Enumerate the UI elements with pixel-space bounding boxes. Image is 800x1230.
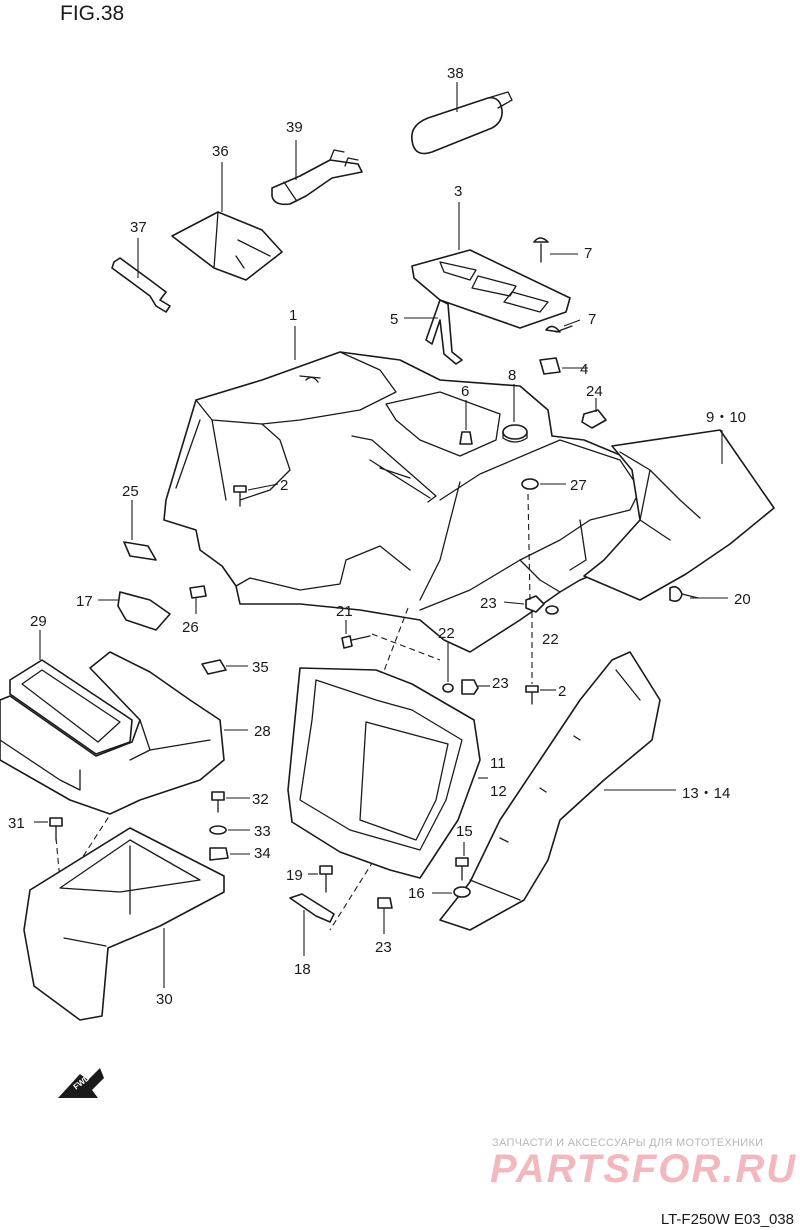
part-22-washer-b[interactable] — [442, 642, 454, 693]
part-2-bolt-upper[interactable] — [233, 483, 279, 507]
part-26-clip[interactable] — [189, 585, 207, 614]
callout-16: 16 — [408, 885, 425, 902]
callout-19: 19 — [286, 867, 303, 884]
callout-17: 17 — [76, 593, 93, 610]
part-39-strap[interactable] — [271, 140, 363, 206]
callout-39: 39 — [286, 119, 303, 136]
part-23-nut-b[interactable] — [461, 679, 490, 695]
part-16-washer[interactable] — [432, 886, 471, 898]
callout-7b: 7 — [588, 311, 596, 328]
callout-22a: 22 — [438, 625, 455, 642]
callout-6: 6 — [461, 383, 469, 400]
part-18-bracket[interactable] — [289, 893, 335, 956]
part-7-bolt-upper[interactable] — [533, 237, 578, 263]
part-17-pad[interactable] — [98, 591, 171, 631]
part-21-bolt[interactable] — [341, 620, 371, 649]
callout-22b: 22 — [542, 631, 559, 648]
callout-3: 3 — [454, 183, 462, 200]
part-3-carrier-tray[interactable] — [411, 202, 571, 329]
part-35-pad[interactable] — [201, 659, 248, 675]
callout-37: 37 — [130, 219, 147, 236]
part-13-14-long-guard[interactable] — [439, 651, 676, 931]
callout-32: 32 — [252, 791, 269, 808]
part-20-screw[interactable] — [669, 586, 728, 602]
fwd-arrow-icon: FWD — [58, 1068, 104, 1098]
part-27-grommet[interactable] — [521, 478, 566, 490]
callout-2a: 2 — [280, 477, 288, 494]
part-1-rear-fender[interactable] — [163, 326, 661, 653]
callout-20: 20 — [734, 591, 751, 608]
callout-9-10: 9・10 — [706, 409, 746, 426]
callout-34: 34 — [254, 845, 271, 862]
callout-12: 12 — [490, 783, 507, 800]
part-22-washer-a[interactable] — [545, 605, 559, 615]
callout-24: 24 — [586, 383, 603, 400]
part-9-10-mud-flap[interactable] — [583, 429, 775, 601]
callout-28: 28 — [254, 723, 271, 740]
callout-7a: 7 — [584, 245, 592, 262]
assembly-line-a — [527, 493, 531, 601]
figure-title: FIG.38 — [60, 2, 125, 25]
part-19-bolt[interactable] — [308, 865, 333, 893]
callout-1: 1 — [289, 307, 297, 324]
callout-13-14: 13・14 — [682, 785, 730, 802]
callout-23c: 23 — [375, 939, 392, 956]
callout-5: 5 — [390, 311, 398, 328]
part-28-storage-box[interactable] — [0, 651, 248, 815]
callout-38: 38 — [447, 65, 464, 82]
part-24-rubber-block[interactable] — [581, 398, 607, 429]
callout-21: 21 — [336, 603, 353, 620]
part-34-nut[interactable] — [209, 847, 250, 861]
part-36-cover[interactable] — [171, 162, 283, 281]
part-23-nut-a[interactable] — [503, 595, 545, 613]
assembly-line-f — [329, 843, 385, 931]
callout-35: 35 — [252, 659, 269, 676]
callout-31: 31 — [8, 815, 25, 832]
watermark-tagline: ЗАПЧАСТИ И АКСЕССУАРЫ ДЛЯ МОТОТЕХНИКИ — [492, 1137, 764, 1149]
callout-26: 26 — [182, 619, 199, 636]
watermark-logo: PARTSFOR.RU — [490, 1147, 798, 1191]
part-38-tool-case[interactable] — [411, 82, 513, 155]
figure-code: LT-F250W E03_038 — [660, 1211, 794, 1228]
part-33-washer[interactable] — [209, 825, 250, 835]
callout-25: 25 — [122, 483, 139, 500]
callout-15: 15 — [456, 823, 473, 840]
part-32-bolt[interactable] — [211, 791, 250, 813]
part-31-bolt[interactable] — [34, 817, 63, 841]
part-15-bolt[interactable] — [455, 842, 469, 881]
callout-27: 27 — [570, 477, 587, 494]
callout-23a: 23 — [480, 595, 497, 612]
part-37-bracket[interactable] — [111, 238, 171, 313]
part-6-cap[interactable] — [459, 400, 473, 445]
part-2-bolt-lower[interactable] — [525, 685, 556, 705]
part-8-cap[interactable] — [502, 384, 528, 443]
callout-2b: 2 — [558, 683, 566, 700]
assembly-line-b — [371, 633, 441, 661]
callout-23b: 23 — [492, 675, 509, 692]
callout-4: 4 — [580, 361, 588, 378]
callout-33: 33 — [254, 823, 271, 840]
part-5-bracket[interactable] — [404, 299, 463, 365]
part-4-clip[interactable] — [539, 357, 588, 375]
callout-36: 36 — [212, 143, 229, 160]
callout-11: 11 — [490, 755, 506, 772]
part-30-lower-guard[interactable] — [23, 827, 225, 1021]
callout-30: 30 — [156, 991, 173, 1008]
callout-29: 29 — [30, 613, 47, 630]
callout-18: 18 — [294, 961, 311, 978]
part-25-pad[interactable] — [123, 500, 157, 561]
part-7-bolt-lower[interactable] — [545, 319, 581, 333]
callout-8: 8 — [508, 367, 516, 384]
part-11-12-side-panel[interactable] — [287, 667, 488, 879]
part-23-nut-c[interactable] — [377, 897, 393, 934]
